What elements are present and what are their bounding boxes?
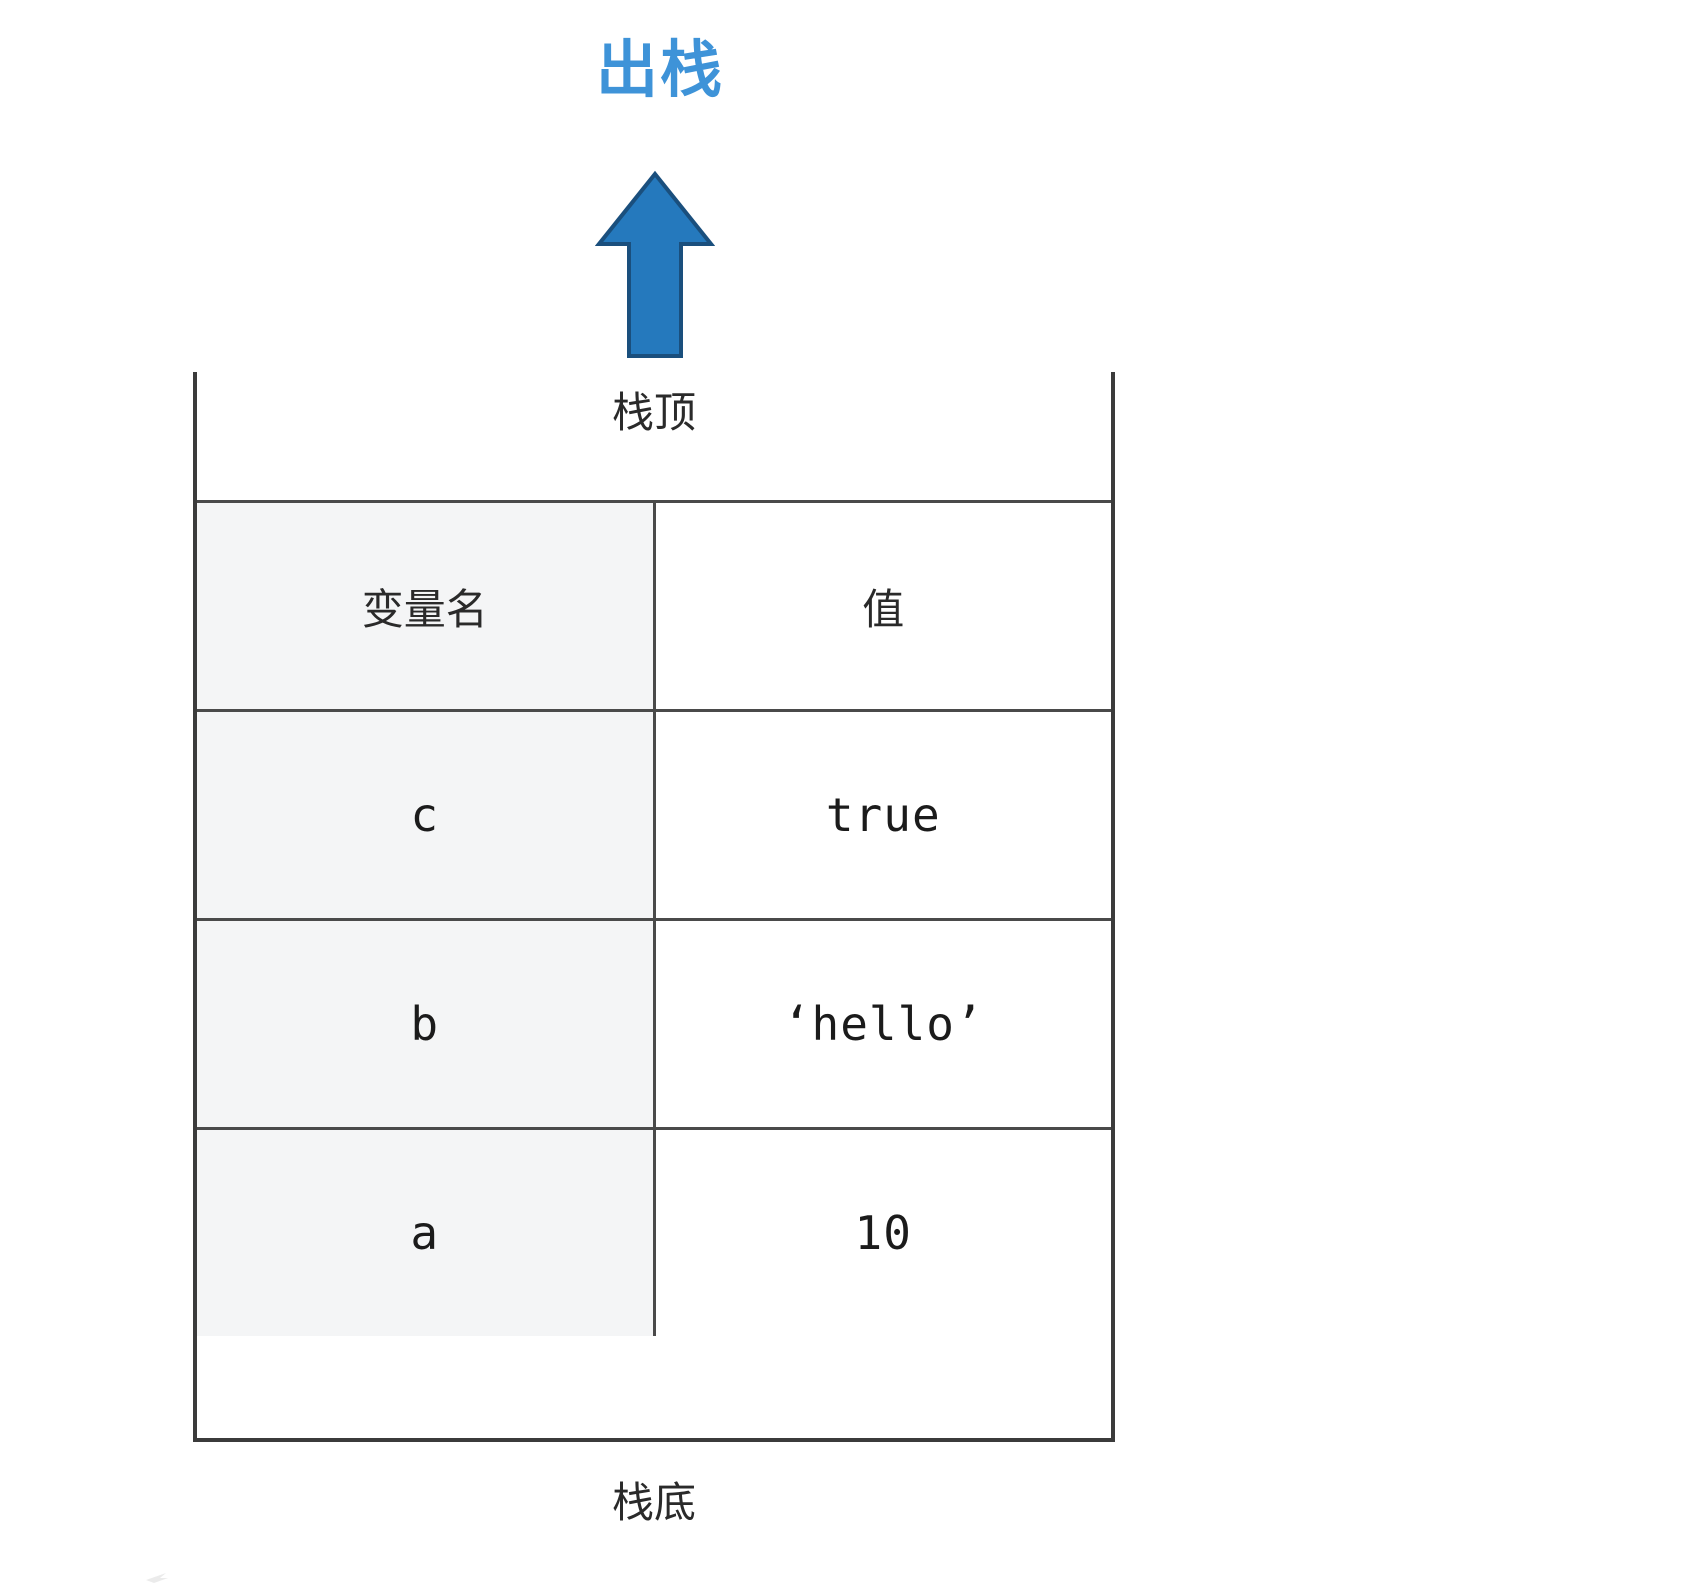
stack-bottom-label: 栈底 — [611, 1479, 696, 1526]
table-header-variable-name: 变量名 — [197, 500, 656, 711]
page-title: 出栈 — [595, 36, 724, 105]
cell-variable-name: a — [197, 1127, 656, 1336]
variable-name-text: b — [410, 997, 440, 1051]
stack-table: 变量名 值 c true b ‘hello’ — [197, 500, 1111, 1336]
variable-name-text: c — [410, 788, 440, 842]
arrow-up-icon — [594, 168, 716, 360]
table-row: a 10 — [197, 1127, 1111, 1336]
stack-empty-space — [197, 372, 1111, 500]
stack-top-label: 栈顶 — [611, 389, 696, 436]
variable-value-text: 10 — [854, 1206, 912, 1260]
header-label: 值 — [862, 585, 905, 633]
corner-watermark-icon — [144, 1570, 170, 1583]
table-header-value: 值 — [652, 500, 1111, 711]
variable-value-text: true — [825, 788, 941, 842]
variable-value-text: ‘hello’ — [782, 997, 984, 1051]
cell-variable-value: ‘hello’ — [652, 918, 1111, 1130]
cell-variable-value: true — [652, 709, 1111, 921]
table-row: b ‘hello’ — [197, 918, 1111, 1130]
header-label: 变量名 — [361, 585, 488, 633]
variable-name-text: a — [410, 1206, 440, 1260]
cell-variable-name: b — [197, 918, 656, 1130]
cell-variable-name: c — [197, 709, 656, 921]
stack-container: 变量名 值 c true b ‘hello’ — [193, 372, 1115, 1442]
table-header-row: 变量名 值 — [197, 500, 1111, 711]
table-row: c true — [197, 709, 1111, 921]
cell-variable-value: 10 — [652, 1127, 1111, 1336]
